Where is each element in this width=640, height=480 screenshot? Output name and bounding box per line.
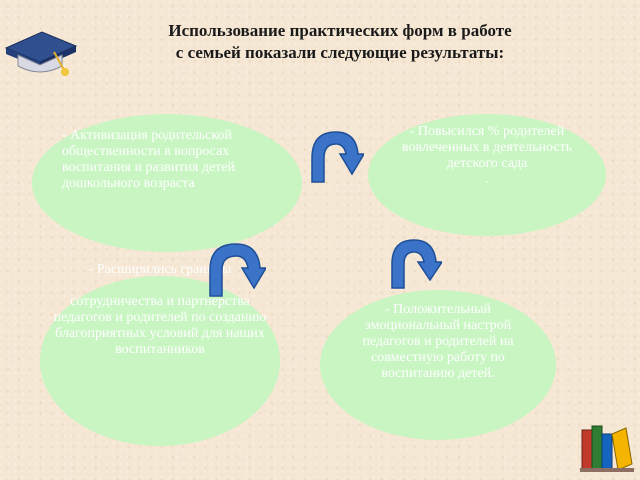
result-bubble-4: - Положительный эмоциональный настрой пе… — [320, 290, 556, 440]
result-text-2: - Повысился % родителей вовлеченных в де… — [401, 124, 573, 171]
curved-arrow-icon — [209, 243, 266, 297]
result-bubble-3 — [40, 276, 280, 446]
result-text-3-lead: - Расширились границы — [88, 262, 232, 277]
result-text-3: сотрудничества и партнерства педагогов и… — [53, 294, 267, 357]
title-line-2: с семьей показали следующие результаты: — [175, 43, 505, 62]
result-bubble-2: - Повысился % родителей вовлеченных в де… — [368, 114, 606, 236]
curved-arrow-icon — [391, 239, 442, 289]
result-text-4: - Положительный эмоциональный настрой пе… — [362, 302, 514, 381]
result-text-2-dot: . — [485, 172, 489, 187]
result-text-1: - Активизация родительской общественност… — [62, 128, 236, 191]
graduation-cap-icon — [4, 31, 78, 76]
page-title: Использование практических форм в работе… — [100, 20, 580, 64]
result-bubble-1: - Активизация родительской общественност… — [32, 114, 302, 252]
title-line-1: Использование практических форм в работе — [168, 21, 512, 40]
books-icon — [580, 425, 634, 472]
curved-arrow-icon — [311, 131, 364, 183]
